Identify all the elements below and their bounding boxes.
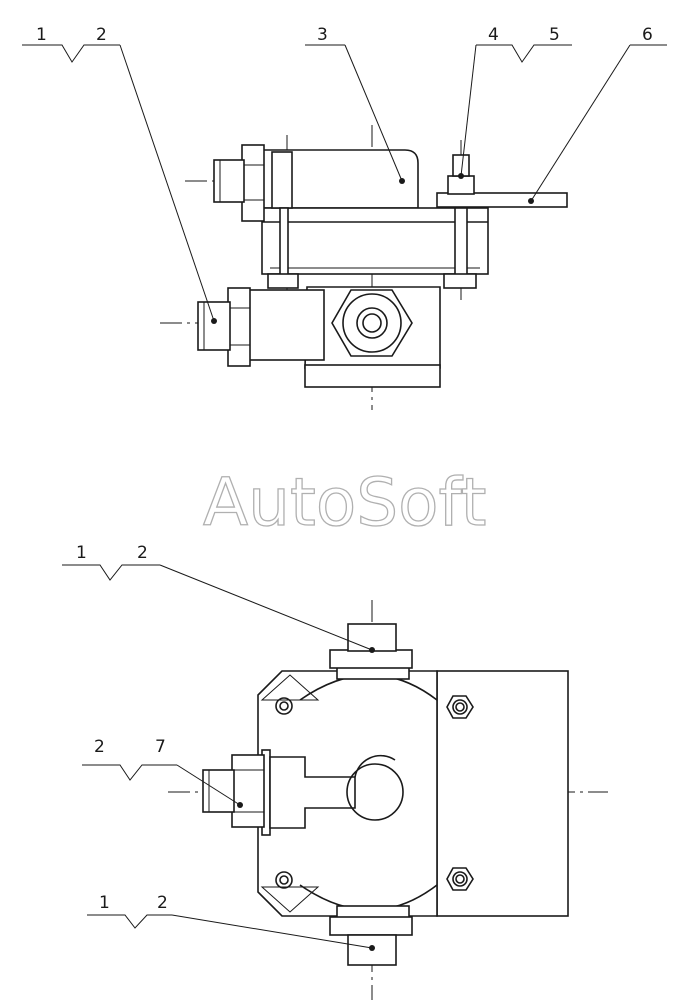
- watermark-text: AutoSoft: [203, 464, 486, 541]
- top-view: 1 2 3 4 5 6: [22, 25, 667, 410]
- callout-2-bottom-left: 2: [94, 737, 105, 757]
- callout-2-bottom-top: 2: [137, 543, 148, 563]
- callout-1-bottom-bottom: 1: [99, 893, 110, 913]
- bottom-view: 1 2 2 7 1 2: [62, 543, 608, 1000]
- callout-5: 5: [549, 25, 560, 45]
- callout-1-bottom-top: 1: [76, 543, 87, 563]
- callout-2-bottom-bottom: 2: [157, 893, 168, 913]
- callout-6: 6: [642, 25, 653, 45]
- callout-4: 4: [488, 25, 499, 45]
- callout-3: 3: [317, 25, 328, 45]
- callout-1-top: 1: [36, 25, 47, 45]
- callout-2-top: 2: [96, 25, 107, 45]
- callout-7: 7: [155, 737, 166, 757]
